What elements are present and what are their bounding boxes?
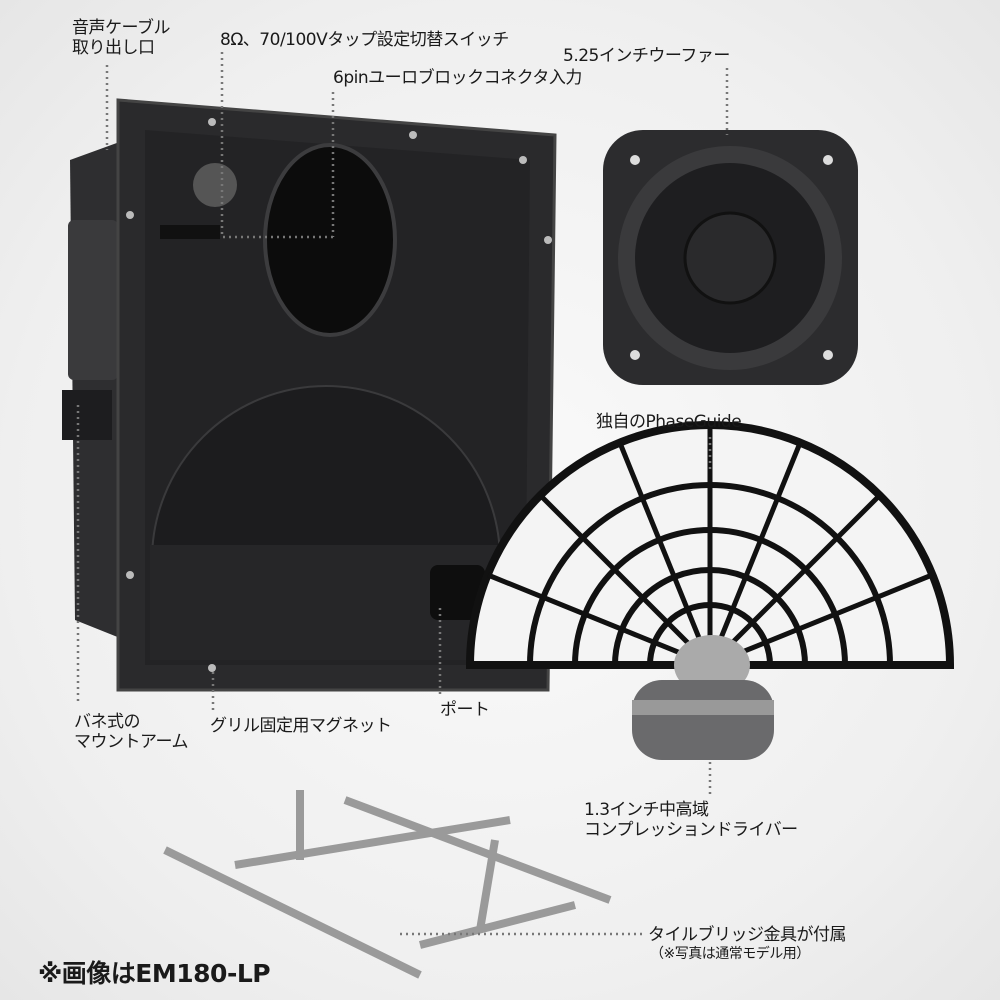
label-phaseguide: 独自のPhaseGuide — [596, 412, 742, 432]
label-line: コンプレッションドライバー — [584, 820, 798, 840]
label-line: 音声ケーブル — [72, 18, 170, 38]
speaker-enclosure — [62, 98, 557, 692]
label-line: バネ式の — [74, 712, 140, 732]
footnote: ※画像はEM180-LP — [38, 959, 271, 988]
label-woofer: 5.25インチウーファー — [563, 46, 730, 66]
label-tile-bridge: タイルブリッジ金具が付属 — [648, 925, 847, 945]
label-line: マウントアーム — [74, 732, 188, 752]
phaseguide-image — [465, 421, 955, 669]
label-mount-arm: バネ式のマウントアーム — [74, 712, 188, 752]
label-line: 取り出し口 — [72, 38, 155, 58]
leader-lines — [76, 52, 729, 936]
label-tap-switch: 8Ω、70/100Vタップ設定切替スイッチ — [220, 30, 509, 50]
tile-bridge-image — [163, 790, 612, 979]
label-tile-bridge-note: （※写真は通常モデル用） — [650, 946, 810, 962]
label-port: ポート — [440, 700, 490, 720]
label-grille-magnet: グリル固定用マグネット — [210, 716, 392, 736]
driver-image — [632, 635, 774, 760]
woofer-image — [603, 130, 858, 385]
label-euroblock: 6pinユーロブロックコネクタ入力 — [333, 68, 582, 88]
label-cable-outlet: 音声ケーブル取り出し口 — [72, 18, 170, 58]
label-line: 1.3インチ中高域 — [584, 800, 709, 820]
label-driver: 1.3インチ中高域コンプレッションドライバー — [584, 800, 798, 840]
